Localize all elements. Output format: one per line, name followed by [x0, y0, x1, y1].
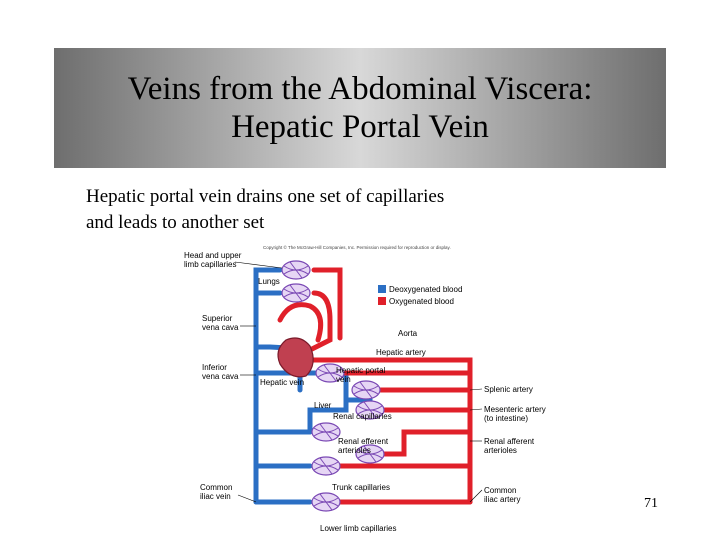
- label-head-line-2: limb capillaries: [184, 260, 236, 269]
- trunk-capillary-bed: [312, 457, 340, 475]
- label-svc-line-2: vena cava: [202, 323, 239, 332]
- label-hepatic-vein: Hepatic vein: [260, 378, 304, 387]
- slide-title-line-1: Veins from the Abdominal Viscera:: [128, 70, 593, 108]
- label-head-line-1: Head and upper: [184, 251, 242, 260]
- lung-capillary-bed: [282, 284, 310, 302]
- spleen-capillary-bed: [352, 381, 380, 399]
- lung-loop-vessel: [280, 305, 321, 340]
- page-number: 71: [644, 496, 658, 512]
- label-mesenteric-line-1: Mesenteric artery: [484, 405, 546, 414]
- label-renal-efferent-line-1: Renal efferent: [338, 437, 389, 446]
- bullet-text: Hepatic portal vein drains one set of ca…: [86, 184, 646, 236]
- label-mesenteric-line-2: (to intestine): [484, 414, 528, 423]
- legend-swatch-oxygenated: [378, 297, 386, 305]
- label-renal-afferent-line-2: arterioles: [484, 446, 517, 455]
- bullet-line-2: and leads to another set: [86, 210, 646, 236]
- legend: Deoxygenated blood Oxygenated blood: [378, 285, 462, 306]
- copyright-notice: Copyright © The McGraw-Hill Companies, I…: [263, 244, 451, 250]
- label-renal-efferent-line-2: arterioles: [338, 446, 371, 455]
- label-svc-line-1: Superior: [202, 314, 233, 323]
- head-capillary-bed: [282, 261, 310, 279]
- legend-label-deoxygenated: Deoxygenated blood: [389, 285, 462, 294]
- label-common-iliac-artery-line-2: iliac artery: [484, 495, 520, 504]
- title-bar: Veins from the Abdominal Viscera: Hepati…: [54, 48, 666, 168]
- label-common-iliac-vein-line-2: iliac vein: [200, 492, 231, 501]
- label-trunk-capillaries: Trunk capillaries: [332, 483, 390, 492]
- label-lower-limb-capillaries: Lower limb capillaries: [320, 524, 396, 533]
- legend-label-oxygenated: Oxygenated blood: [389, 297, 454, 306]
- renal-artery-vessel: [384, 432, 470, 454]
- label-renal-capillaries: Renal capillaries: [333, 412, 392, 421]
- label-aorta: Aorta: [398, 329, 418, 338]
- label-hepatic-artery: Hepatic artery: [376, 348, 426, 357]
- label-common-iliac-artery-line-1: Common: [484, 486, 516, 495]
- lower-limb-capillary-bed: [312, 493, 340, 511]
- circulation-diagram: Copyright © The McGraw-Hill Companies, I…: [170, 240, 570, 536]
- label-hpv-line-2: vein: [336, 375, 351, 384]
- label-liver: Liver: [314, 401, 332, 410]
- legend-swatch-deoxygenated: [378, 285, 386, 293]
- renal-efferent-capillary-bed: [312, 423, 340, 441]
- label-lungs: Lungs: [258, 277, 280, 286]
- label-ivc-line-2: vena cava: [202, 372, 239, 381]
- label-hpv-line-1: Hepatic portal: [336, 366, 386, 375]
- label-splenic-artery: Splenic artery: [484, 385, 533, 394]
- bullet-line-1: Hepatic portal vein drains one set of ca…: [86, 184, 646, 210]
- label-ivc-line-1: Inferior: [202, 363, 227, 372]
- slide-title-line-2: Hepatic Portal Vein: [231, 108, 489, 146]
- label-common-iliac-vein-line-1: Common: [200, 483, 232, 492]
- label-renal-afferent-line-1: Renal afferent: [484, 437, 535, 446]
